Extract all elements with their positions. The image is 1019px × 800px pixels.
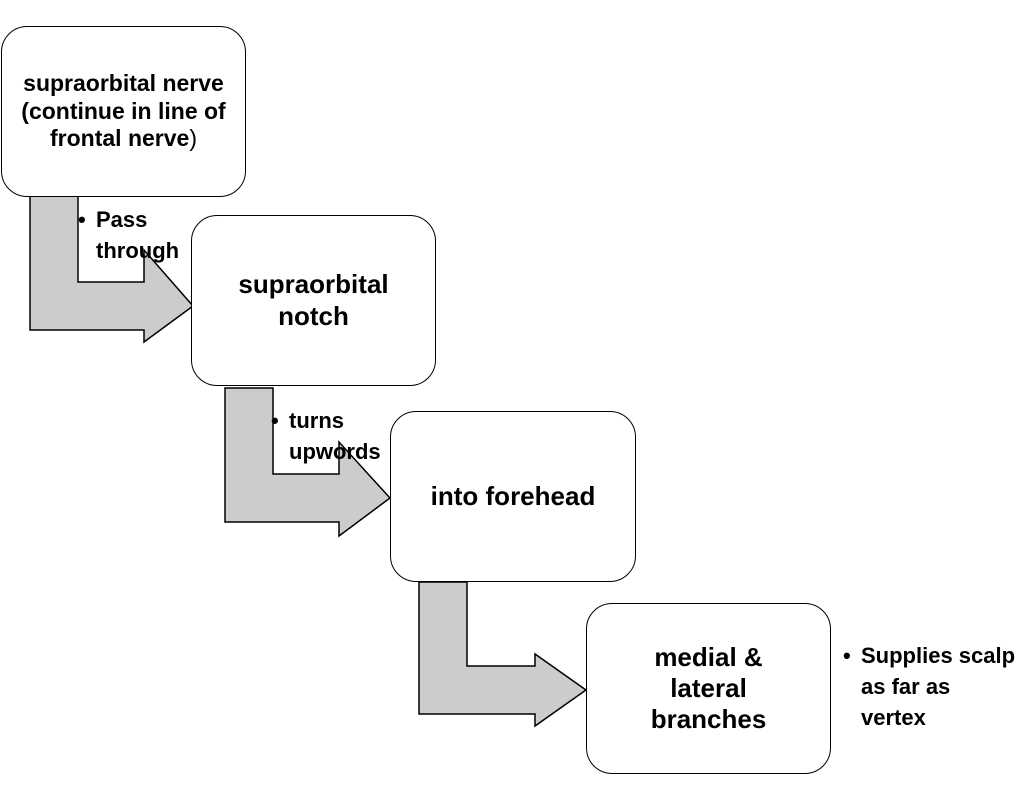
note-turns-upwords-text: turns upwords	[289, 408, 381, 464]
note-supplies-scalp-text: Supplies scalp as far as vertex	[861, 643, 1016, 730]
note-turns-upwords: turns upwords	[271, 405, 409, 467]
step-box-supraorbital-notch: supraorbital notch	[191, 215, 436, 386]
step-box-supraorbital-nerve: supraorbital nerve (continue in line of …	[1, 26, 246, 197]
step-box-into-forehead: into forehead	[390, 411, 636, 582]
note-pass-through-text: Pass through	[96, 207, 180, 263]
note-pass-through: Pass through	[78, 204, 202, 266]
step-label-supraorbital-notch: supraorbital notch	[238, 269, 389, 331]
step-label-into-forehead: into forehead	[430, 480, 596, 511]
step-box-medial-lateral-branches: medial & lateral branches	[586, 603, 831, 774]
closing-paren: )	[189, 125, 197, 152]
arrow-step3-to-step4	[418, 581, 588, 728]
note-supplies-scalp: Supplies scalp as far as vertex	[843, 640, 1019, 733]
step-label-medial-lateral-branches: medial & lateral branches	[650, 641, 767, 735]
step-label-supraorbital-nerve: supraorbital nerve (continue in line of …	[21, 70, 226, 152]
